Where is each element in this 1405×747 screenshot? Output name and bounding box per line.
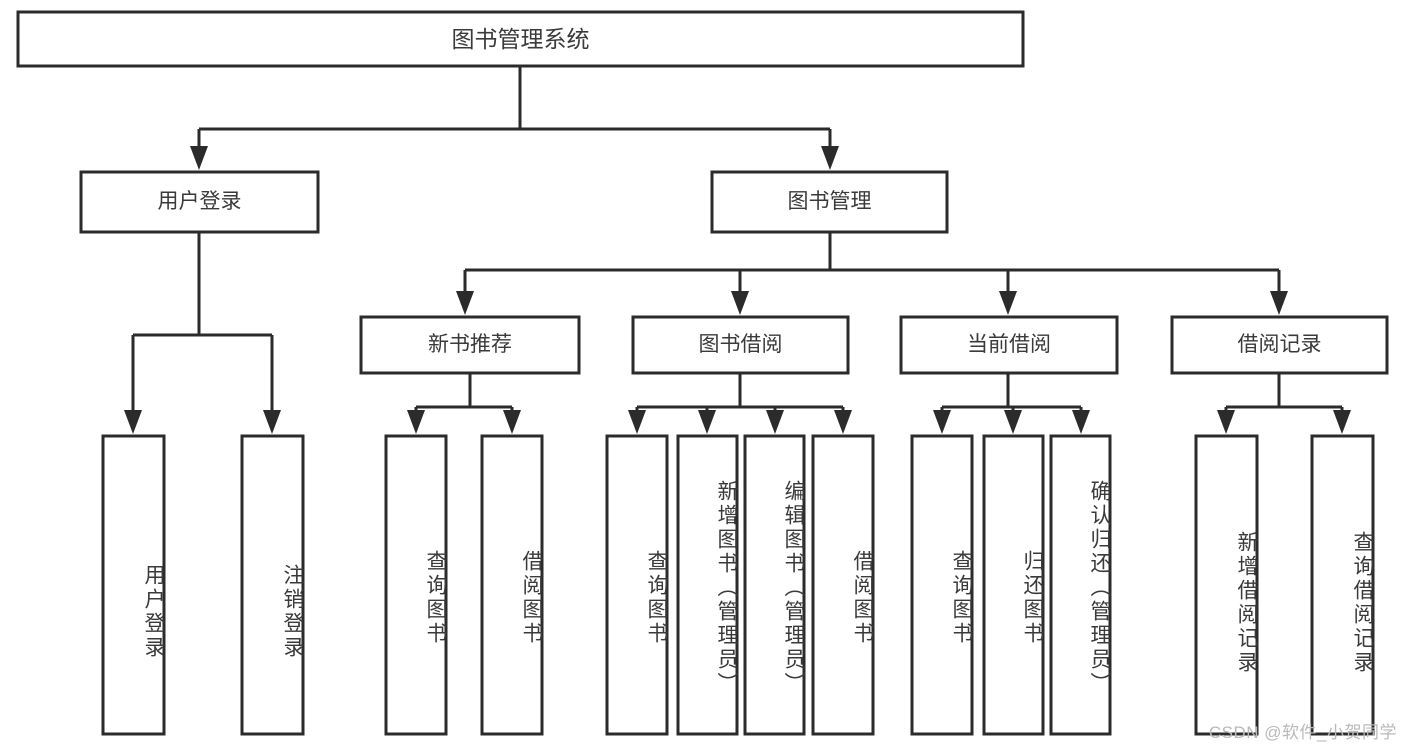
arrow-to-leaf-query-book-2 — [628, 410, 646, 434]
node-box-borrow-record[interactable] — [1170, 315, 1389, 375]
node-box-leaf-return-book[interactable] — [982, 434, 1045, 736]
arrow-to-book-borrow — [731, 291, 749, 315]
arrow-to-leaf-query-record — [1333, 410, 1351, 434]
arrow-to-new-book-recommend — [456, 291, 474, 315]
node-box-leaf-user-login[interactable] — [101, 434, 166, 736]
node-box-leaf-query-book-1[interactable] — [384, 434, 448, 736]
arrow-to-leaf-edit-book — [766, 410, 784, 434]
arrow-to-leaf-user-login — [124, 410, 142, 434]
node-box-leaf-query-book-3[interactable] — [910, 434, 974, 736]
node-box-leaf-add-record[interactable] — [1194, 434, 1259, 736]
arrow-to-leaf-return-book — [1004, 410, 1022, 434]
arrow-to-leaf-query-book-1 — [407, 410, 425, 434]
arrow-to-leaf-confirm-return — [1072, 410, 1090, 434]
arrow-to-leaf-borrow-book-2 — [834, 410, 852, 434]
arrow-to-leaf-add-record — [1217, 410, 1235, 434]
arrow-to-leaf-borrow-book-1 — [503, 410, 521, 434]
node-box-leaf-borrow-book-2[interactable] — [811, 434, 875, 736]
node-box-leaf-query-book-2[interactable] — [605, 434, 669, 736]
arrow-to-book-manage — [821, 146, 839, 170]
node-box-current-borrow[interactable] — [899, 315, 1119, 375]
arrow-to-borrow-record — [1270, 291, 1288, 315]
node-box-leaf-logout[interactable] — [240, 434, 305, 736]
watermark-text: CSDN @软件_小贺同学 — [1208, 723, 1397, 742]
node-box-leaf-confirm-return[interactable] — [1049, 434, 1112, 736]
arrow-to-current-borrow — [999, 291, 1017, 315]
node-box-leaf-edit-book[interactable] — [743, 434, 806, 736]
node-box-leaf-borrow-book-1[interactable] — [480, 434, 544, 736]
arrow-to-leaf-logout — [263, 410, 281, 434]
node-box-book-borrow[interactable] — [631, 315, 850, 375]
arrow-to-leaf-query-book-3 — [933, 410, 951, 434]
arrow-to-user-login — [190, 146, 208, 170]
node-box-user-login[interactable] — [79, 170, 320, 234]
node-box-new-book-recommend[interactable] — [359, 315, 581, 375]
node-box-leaf-add-book[interactable] — [676, 434, 739, 736]
node-box-book-manage[interactable] — [710, 170, 949, 234]
arrow-to-leaf-add-book — [698, 410, 716, 434]
node-box-leaf-query-record[interactable] — [1310, 434, 1375, 736]
node-box-root[interactable] — [16, 10, 1025, 68]
